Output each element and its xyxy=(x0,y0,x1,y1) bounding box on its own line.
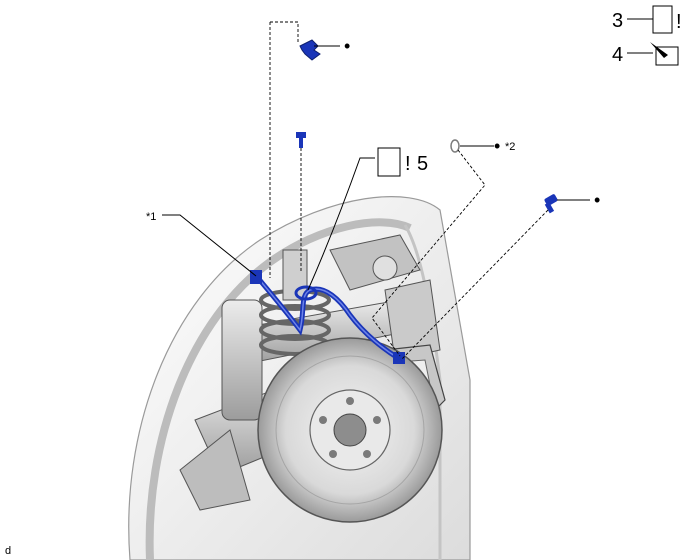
hose-callout-mark: ! xyxy=(405,153,411,175)
solid-leaders xyxy=(162,18,653,291)
label-star2: *2 xyxy=(505,141,515,153)
suspension-assembly xyxy=(179,234,441,511)
clip-part xyxy=(299,39,321,61)
legend-item3-number: 3 xyxy=(612,10,623,32)
apply-fluid-icon xyxy=(650,42,679,66)
hose-callout-box-icon xyxy=(377,147,401,177)
bolt-upper xyxy=(296,132,306,148)
hose-fitting-lower xyxy=(393,352,405,364)
gasket-part xyxy=(450,139,460,153)
legend-item3-mark: ! xyxy=(676,11,682,33)
brake-hose xyxy=(255,275,401,361)
dot-union-bolt: • xyxy=(594,190,600,210)
legend-item4-number: 4 xyxy=(612,44,623,66)
dot-gasket: • xyxy=(494,136,500,156)
union-bolt xyxy=(544,194,558,214)
brake-disc xyxy=(257,337,443,523)
dot-clip: • xyxy=(344,36,350,56)
dashed-leaders xyxy=(269,21,549,361)
hose-callout-number: 5 xyxy=(417,153,428,175)
label-star1: *1 xyxy=(146,211,156,223)
torque-box-icon xyxy=(652,5,673,34)
figure-code: d xyxy=(5,545,11,557)
